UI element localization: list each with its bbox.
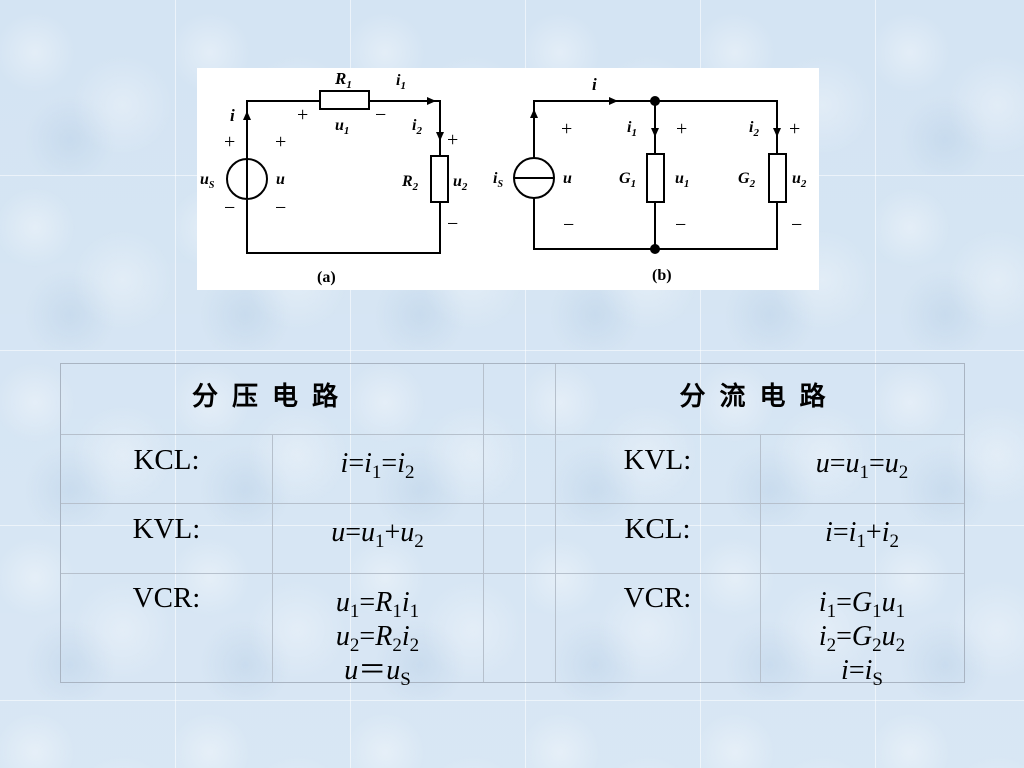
eq-right-vcr-line1: i1=G1u1 [818, 587, 906, 622]
label-i-b: i [592, 75, 597, 94]
eq-left-vcr-line2: u2=R2i2 [335, 621, 420, 656]
label-u2-a: u2 [453, 173, 468, 193]
minus-u2-a: − [447, 213, 458, 235]
left-row-label-kcl: KCL: [133, 444, 200, 476]
minus-u-a: − [275, 197, 286, 219]
minus-u1: − [375, 104, 386, 126]
col-divider [760, 434, 761, 682]
plus-u2-b: + [789, 118, 800, 140]
conductor-g2 [768, 153, 787, 203]
minus-u1-b: − [675, 214, 686, 236]
row-divider [61, 573, 964, 574]
conductor-g1 [646, 153, 665, 203]
current-divider-header: 分流电路 [679, 382, 840, 412]
label-us: uS [200, 171, 215, 191]
comparison-table: 分压电路 分流电路 KCL: KVL: VCR: i=i1=i2 u=u1+u2… [60, 363, 965, 689]
col-divider [483, 364, 484, 682]
plus-u1: + [297, 104, 308, 126]
eq-left-kvl: u=u1+u2 [331, 517, 424, 552]
col-divider [555, 364, 556, 682]
label-i-a: i [230, 106, 235, 125]
plus-u2-a: + [447, 129, 458, 151]
label-g2: G2 [738, 170, 756, 190]
background-seam [0, 525, 1024, 526]
label-i2-a: i2 [412, 117, 422, 137]
background-seam [0, 700, 1024, 701]
eq-right-kcl: i=i1+i2 [825, 517, 899, 552]
col-divider [272, 434, 273, 682]
right-row-label-kcl: KCL: [624, 513, 691, 545]
row-divider [61, 503, 964, 504]
background-seam [525, 0, 526, 768]
plus-u-b: + [561, 118, 572, 140]
minus-u2-b: − [791, 214, 802, 236]
minus-us: − [224, 197, 235, 219]
eq-left-kcl: i=i1=i2 [340, 448, 415, 483]
label-u1: u1 [335, 117, 349, 137]
circuit-b-labels: i iS u i1 G1 u1 i2 G2 u2 + − + − + − (b) [493, 75, 807, 284]
label-u1-b: u1 [675, 170, 689, 190]
eq-left-vcr: u1=R1i1 u2=R2i2 u＝uS [272, 586, 483, 690]
wire-a-bottom [246, 200, 441, 254]
label-i1-a: i1 [396, 72, 406, 92]
eq-left-vcr-line3: u＝uS [344, 655, 411, 690]
background-seam [175, 0, 176, 768]
node-bottom [650, 244, 660, 254]
circuit-a [226, 90, 449, 254]
circuit-figure: R1 u1 i1 i2 R2 u2 i uS u + − + − + − + −… [197, 68, 819, 290]
eq-right-vcr-line2: i2=G2u2 [818, 621, 906, 656]
background-seam [700, 0, 701, 768]
eq-right-kvl: u=u1=u2 [815, 448, 909, 483]
circuit-a-labels: R1 u1 i1 i2 R2 u2 i uS u + − + − + − + −… [200, 69, 468, 286]
label-r2: R2 [401, 173, 419, 193]
label-i2-b: i2 [749, 119, 759, 139]
row-divider [61, 434, 964, 435]
label-i1-b: i1 [627, 119, 637, 139]
left-row-label-kvl: KVL: [132, 513, 201, 545]
voltage-divider-header: 分压电路 [191, 382, 352, 412]
label-u2-b: u2 [792, 170, 807, 190]
plus-u-a: + [275, 131, 286, 153]
resistor-r2 [430, 155, 449, 203]
background-seam [875, 0, 876, 768]
caption-a: (a) [317, 269, 336, 286]
background-seam [0, 350, 1024, 351]
node-top [650, 96, 660, 106]
label-u-a: u [276, 171, 285, 188]
circuit-diagrams: R1 u1 i1 i2 R2 u2 i uS u + − + − + − + −… [200, 69, 807, 286]
label-u-b: u [563, 170, 572, 187]
label-is: iS [493, 170, 503, 190]
left-row-label-vcr: VCR: [132, 582, 201, 614]
plus-us: + [224, 131, 235, 153]
eq-right-vcr-line3: i=iS [841, 655, 883, 690]
wire-a-top-left [246, 100, 320, 178]
plus-u1-b: + [676, 118, 687, 140]
resistor-r1 [319, 90, 370, 110]
right-row-label-vcr: VCR: [623, 582, 692, 614]
right-row-label-kvl: KVL: [623, 444, 692, 476]
label-g1: G1 [619, 170, 636, 190]
background-seam [350, 0, 351, 768]
eq-right-vcr: i1=G1u1 i2=G2u2 i=iS [760, 586, 964, 690]
caption-b: (b) [652, 267, 672, 284]
eq-left-vcr-line1: u1=R1i1 [335, 587, 420, 622]
minus-u-b: − [563, 214, 574, 236]
label-r1: R1 [334, 69, 352, 91]
